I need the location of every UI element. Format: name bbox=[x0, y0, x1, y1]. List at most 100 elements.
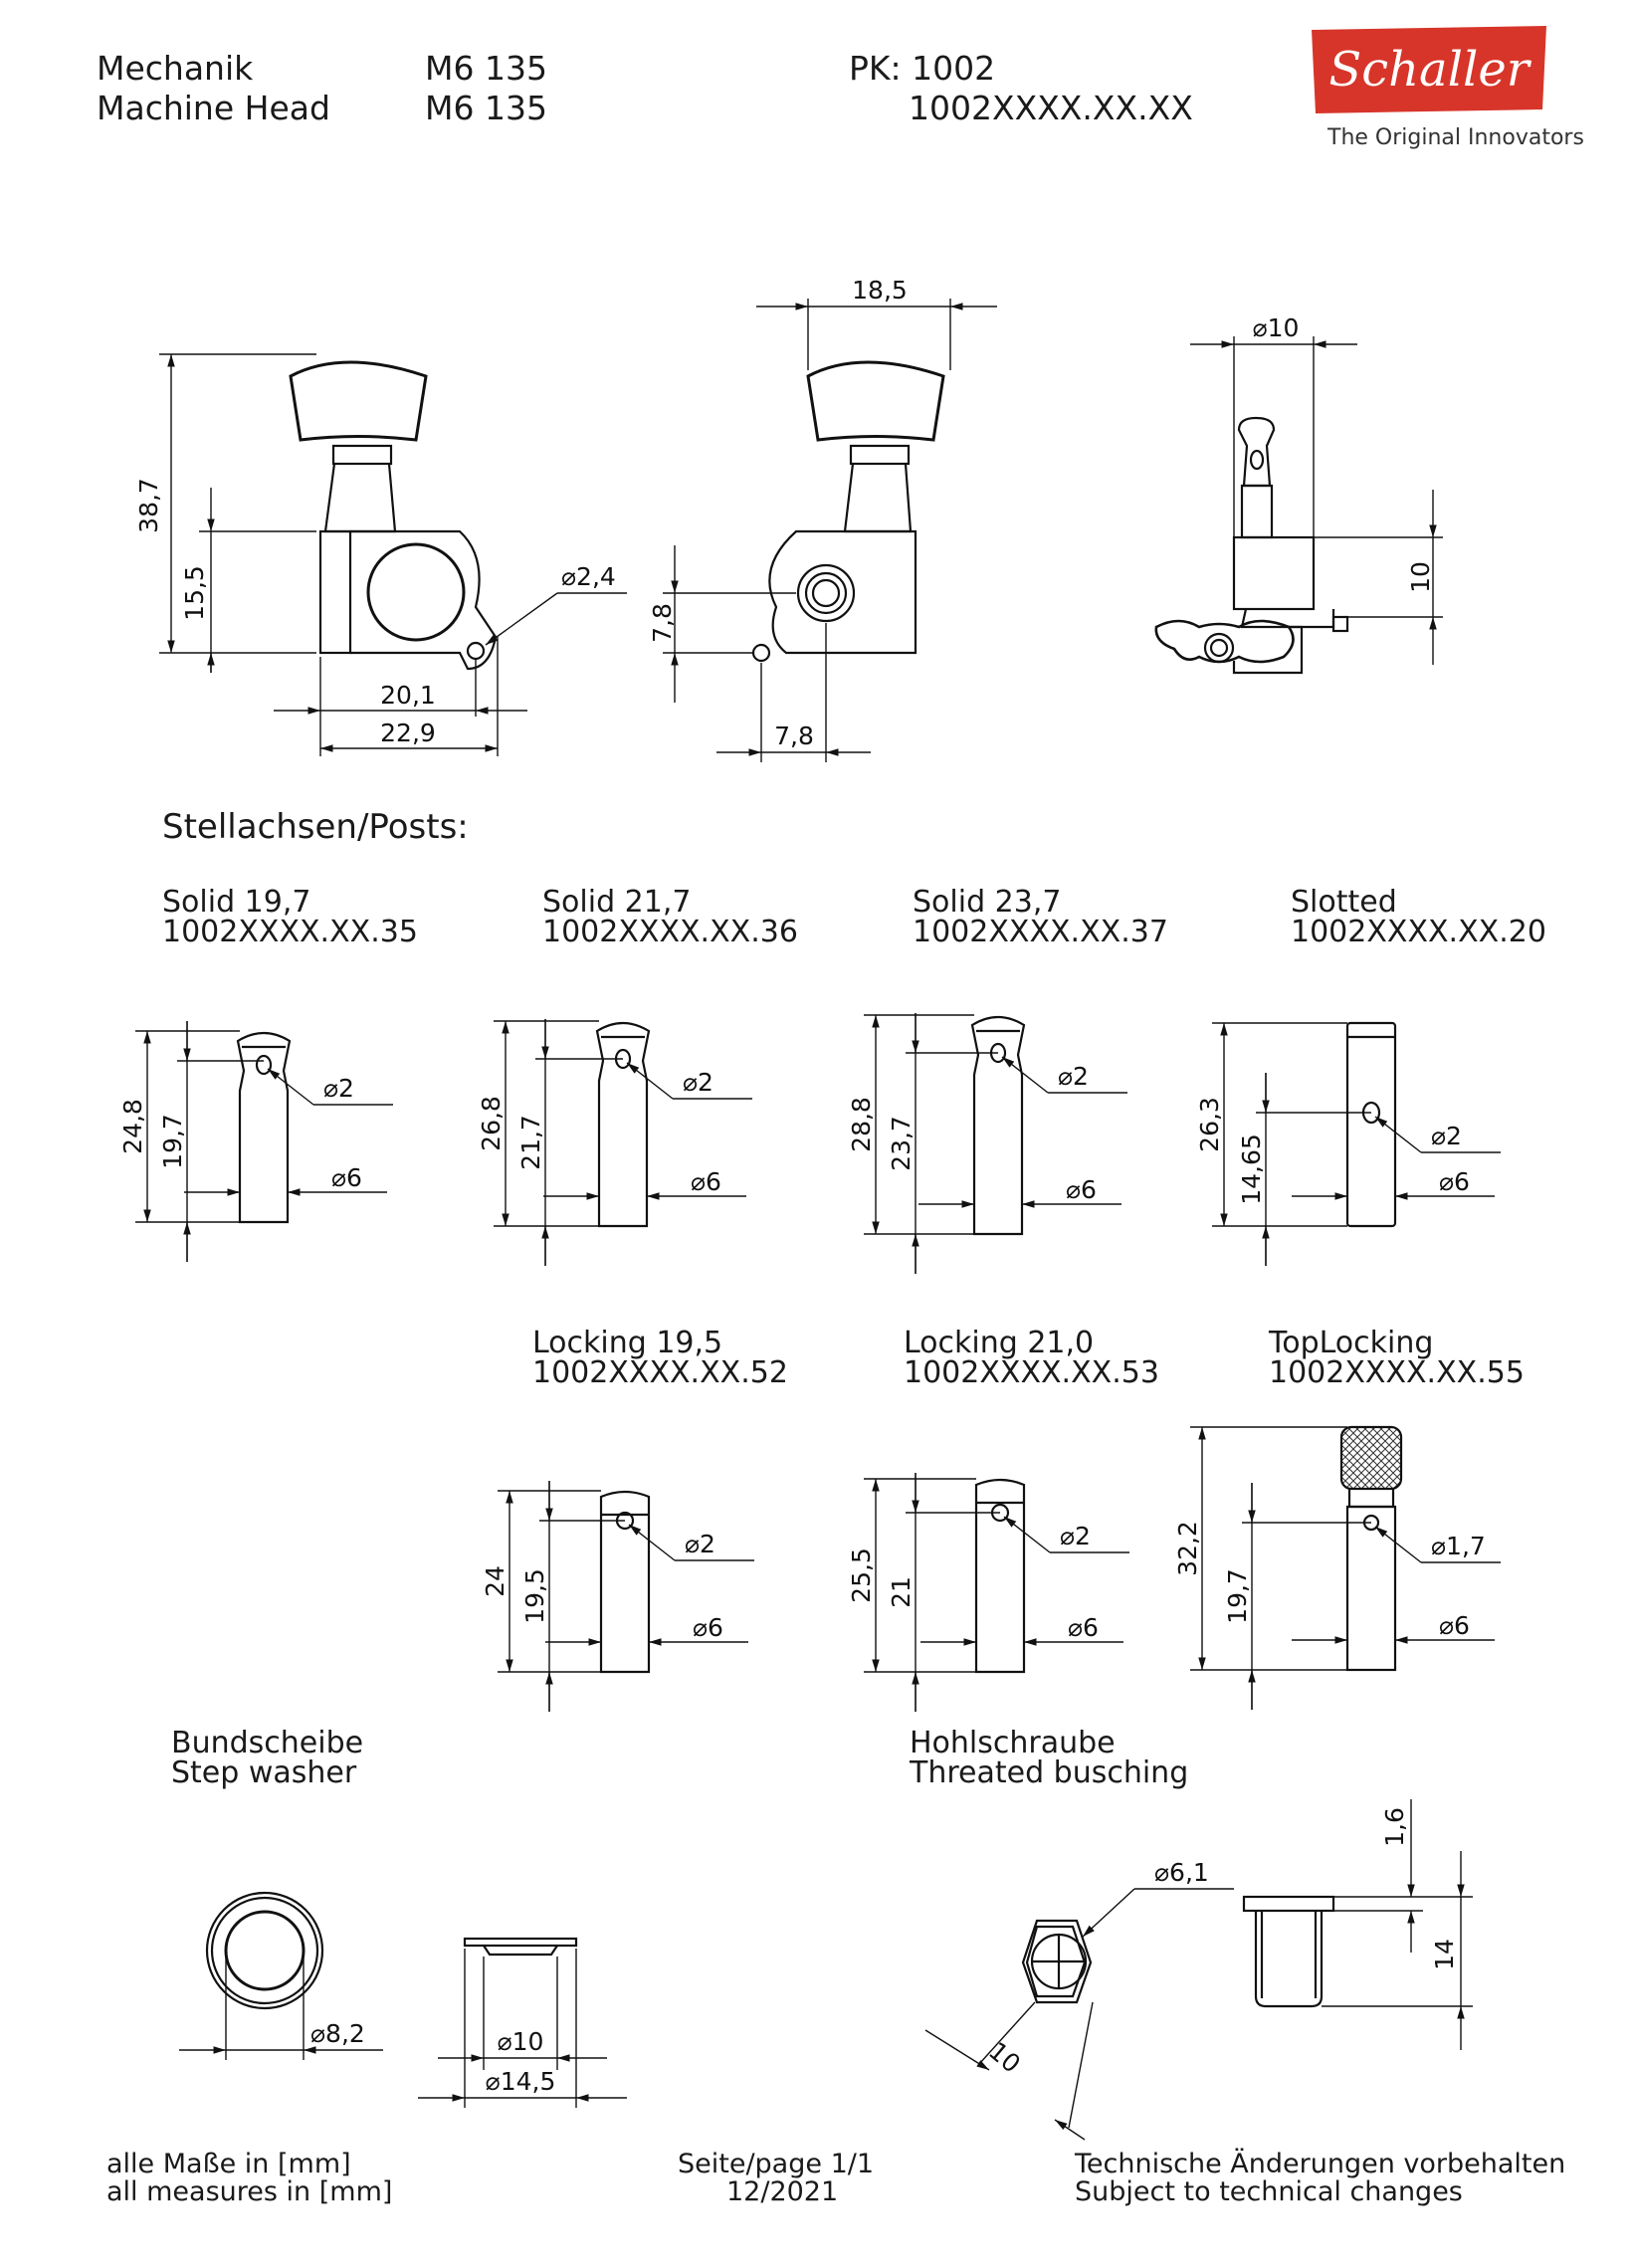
post-shape-5 bbox=[599, 1490, 651, 1674]
rear-view-dimensions bbox=[663, 299, 997, 762]
label-de: Mechanik bbox=[97, 49, 254, 88]
post-shape-7 bbox=[1339, 1425, 1403, 1672]
post-dim-height-3: 23,7 bbox=[887, 1116, 916, 1171]
footer-page: Seite/page 1/1 bbox=[678, 2149, 875, 2179]
post-name-3: Solid 23,7 bbox=[913, 885, 1062, 920]
post-name-7: TopLocking bbox=[1269, 1326, 1434, 1360]
dim-width-outer: 22,9 bbox=[380, 719, 436, 747]
post-hole-dia-5: ⌀2 bbox=[685, 1530, 715, 1558]
dim-bush-height: 10 bbox=[1406, 561, 1435, 593]
post-shape-1 bbox=[236, 1031, 292, 1224]
machine-head-side-view bbox=[289, 360, 498, 671]
post-dim-total-2: 26,8 bbox=[477, 1096, 506, 1151]
label-en: Machine Head bbox=[97, 89, 330, 127]
footer-measures-de: alle Maße in [mm] bbox=[106, 2149, 351, 2179]
post-dim-total-3: 28,8 bbox=[847, 1097, 876, 1152]
post-dimensions bbox=[135, 1013, 1501, 1712]
washer-dia-outer: ⌀14,5 bbox=[486, 2067, 556, 2096]
footer-changes-de: Technische Änderungen vorbehalten bbox=[1075, 2149, 1566, 2179]
footer-date: 12/2021 bbox=[726, 2176, 839, 2207]
bushing-flange: 1,6 bbox=[1380, 1807, 1409, 1847]
post-dia-5: ⌀6 bbox=[693, 1613, 723, 1642]
bushing-title-en: Threated busching bbox=[910, 1755, 1189, 1790]
post-shape-4 bbox=[1345, 1021, 1397, 1228]
machine-head-front-view bbox=[1154, 416, 1349, 675]
post-dia-3: ⌀6 bbox=[1066, 1175, 1097, 1204]
dim-offset-v: 7,8 bbox=[648, 603, 677, 643]
front-view-dimensions bbox=[1190, 336, 1443, 665]
post-dia-1: ⌀6 bbox=[331, 1163, 362, 1192]
dim-post-dia: ⌀10 bbox=[1253, 313, 1300, 342]
tagline: The Original Innovators bbox=[1327, 125, 1584, 150]
post-dim-total-5: 24 bbox=[481, 1565, 510, 1597]
post-hole-dia-2: ⌀2 bbox=[683, 1068, 714, 1097]
post-dia-4: ⌀6 bbox=[1439, 1167, 1470, 1196]
step-washer-top-dims bbox=[179, 1951, 383, 2060]
post-code-7: 1002XXXX.XX.55 bbox=[1269, 1355, 1525, 1390]
logo-brand-text: Schaller bbox=[1328, 42, 1531, 98]
post-drawings bbox=[236, 1015, 1403, 1674]
side-view-dimensions bbox=[159, 353, 627, 756]
post-dia-7: ⌀6 bbox=[1439, 1611, 1470, 1640]
post-shape-3 bbox=[970, 1015, 1026, 1236]
post-name-1: Solid 19,7 bbox=[162, 885, 311, 920]
step-washer-side-view bbox=[463, 1937, 578, 1957]
post-dim-total-4: 26,3 bbox=[1195, 1097, 1224, 1152]
post-shape-6 bbox=[974, 1478, 1026, 1674]
washer-dia-10: ⌀10 bbox=[498, 2027, 544, 2056]
post-dim-height-1: 19,7 bbox=[158, 1114, 187, 1169]
post-dim-height-4: 14,65 bbox=[1237, 1134, 1266, 1205]
dim-hole-dia: ⌀2,4 bbox=[561, 562, 616, 591]
post-hole-dia-3: ⌀2 bbox=[1058, 1062, 1089, 1091]
bushing-side-view bbox=[1242, 1895, 1335, 2008]
step-washer-side-dims bbox=[418, 1949, 627, 2108]
bushing-dia: ⌀6,1 bbox=[1154, 1858, 1209, 1887]
post-name-2: Solid 21,7 bbox=[542, 885, 692, 920]
post-dia-6: ⌀6 bbox=[1068, 1613, 1099, 1642]
footer-measures-en: all measures in [mm] bbox=[106, 2176, 393, 2207]
dim-height-body: 15,5 bbox=[180, 565, 209, 621]
bushing-hex: 10 bbox=[983, 2036, 1026, 2079]
post-name-5: Locking 19,5 bbox=[532, 1326, 723, 1360]
post-dim-height-6: 21 bbox=[887, 1576, 916, 1608]
bushing-title-de: Hohlschraube bbox=[910, 1726, 1116, 1760]
model-de: M6 135 bbox=[425, 49, 547, 88]
dim-height-total: 38,7 bbox=[134, 478, 163, 533]
post-code-4: 1002XXXX.XX.20 bbox=[1291, 915, 1546, 949]
post-dia-2: ⌀6 bbox=[691, 1167, 721, 1196]
post-hole-dia-6: ⌀2 bbox=[1060, 1522, 1091, 1550]
posts-title: Stellachsen/Posts: bbox=[162, 807, 469, 847]
post-dim-total-7: 32,2 bbox=[1173, 1521, 1202, 1576]
schaller-logo: Schaller bbox=[1312, 26, 1546, 113]
post-dim-height-7: 19,7 bbox=[1223, 1568, 1252, 1624]
step-washer-top-view bbox=[205, 1891, 324, 2010]
post-code-2: 1002XXXX.XX.36 bbox=[542, 915, 798, 949]
footer-changes-en: Subject to technical changes bbox=[1075, 2176, 1463, 2207]
post-hole-dia-4: ⌀2 bbox=[1431, 1122, 1462, 1150]
bushing-length: 14 bbox=[1430, 1939, 1459, 1970]
post-hole-dia-7: ⌀1,7 bbox=[1431, 1532, 1486, 1560]
post-code-5: 1002XXXX.XX.52 bbox=[532, 1355, 788, 1390]
dim-width-inner: 20,1 bbox=[380, 681, 436, 710]
logo-background bbox=[1312, 26, 1546, 113]
post-code-3: 1002XXXX.XX.37 bbox=[913, 915, 1168, 949]
post-code-6: 1002XXXX.XX.53 bbox=[904, 1355, 1159, 1390]
pk-label: PK: 1002 bbox=[849, 49, 996, 88]
post-dim-height-5: 19,5 bbox=[520, 1568, 549, 1624]
machine-head-rear-view bbox=[751, 360, 945, 663]
washer-title-en: Step washer bbox=[171, 1755, 357, 1790]
post-hole-dia-1: ⌀2 bbox=[323, 1074, 354, 1103]
model-en: M6 135 bbox=[425, 89, 547, 127]
post-name-4: Slotted bbox=[1291, 885, 1397, 920]
dim-offset-h: 7,8 bbox=[774, 722, 814, 750]
post-dim-total-6: 25,5 bbox=[847, 1547, 876, 1603]
washer-dia-inner: ⌀8,2 bbox=[310, 2019, 365, 2048]
pk-code: 1002XXXX.XX.XX bbox=[909, 89, 1193, 127]
post-name-6: Locking 21,0 bbox=[904, 1326, 1095, 1360]
bushing-side-dims bbox=[1322, 1799, 1473, 2050]
washer-title-de: Bundscheibe bbox=[171, 1726, 364, 1760]
post-shape-2 bbox=[595, 1021, 651, 1228]
post-dim-total-1: 24,8 bbox=[118, 1099, 147, 1154]
